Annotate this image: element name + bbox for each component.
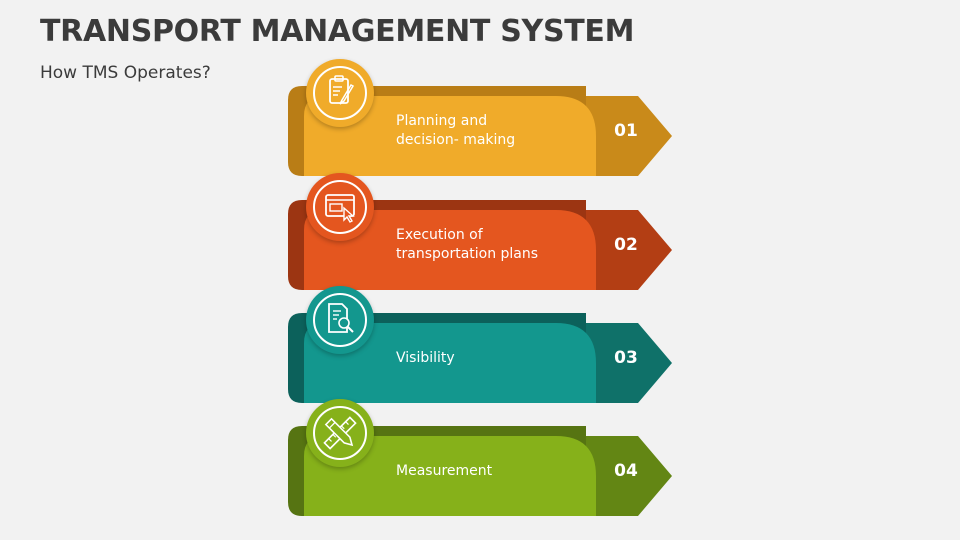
step-1-number: 01: [614, 121, 638, 141]
step-4-label-line1: Measurement: [396, 462, 493, 479]
step-4-shape: [288, 426, 672, 516]
step-4-label: Measurement: [396, 426, 596, 516]
step-3-number: 03: [614, 348, 638, 368]
step-4: Measurement 04: [286, 399, 678, 516]
step-3-icon-circle: [306, 286, 374, 354]
step-1-label-line2: decision- making: [396, 132, 516, 148]
page-subtitle: How TMS Operates?: [40, 63, 211, 83]
step-2-icon-circle: [306, 173, 374, 241]
planning-clipboard-icon: [313, 66, 367, 120]
step-2: Execution of transportation plans 02: [286, 173, 678, 290]
step-3-label: Visibility: [396, 313, 596, 403]
measurement-ruler-pencil-icon: [313, 406, 367, 460]
step-3-shape: [288, 313, 672, 403]
step-1: Planning and decision- making 01: [286, 59, 678, 176]
execution-window-cursor-icon: [313, 180, 367, 234]
step-4-icon-circle: [306, 399, 374, 467]
step-3-label-line1: Visibility: [396, 349, 455, 366]
step-2-label-line2: transportation plans: [396, 246, 539, 262]
visibility-document-search-icon: [313, 293, 367, 347]
step-3: Visibility 03: [286, 286, 678, 403]
page-title: TRANSPORT MANAGEMENT SYSTEM: [40, 14, 635, 49]
step-4-number: 04: [614, 461, 638, 481]
step-1-label-line1: Planning and: [396, 113, 488, 129]
step-2-label: Execution of transportation plans: [396, 200, 596, 290]
step-1-label: Planning and decision- making: [396, 86, 596, 176]
step-1-icon-circle: [306, 59, 374, 127]
step-2-label-line1: Execution of: [396, 227, 483, 243]
step-2-number: 02: [614, 235, 638, 255]
